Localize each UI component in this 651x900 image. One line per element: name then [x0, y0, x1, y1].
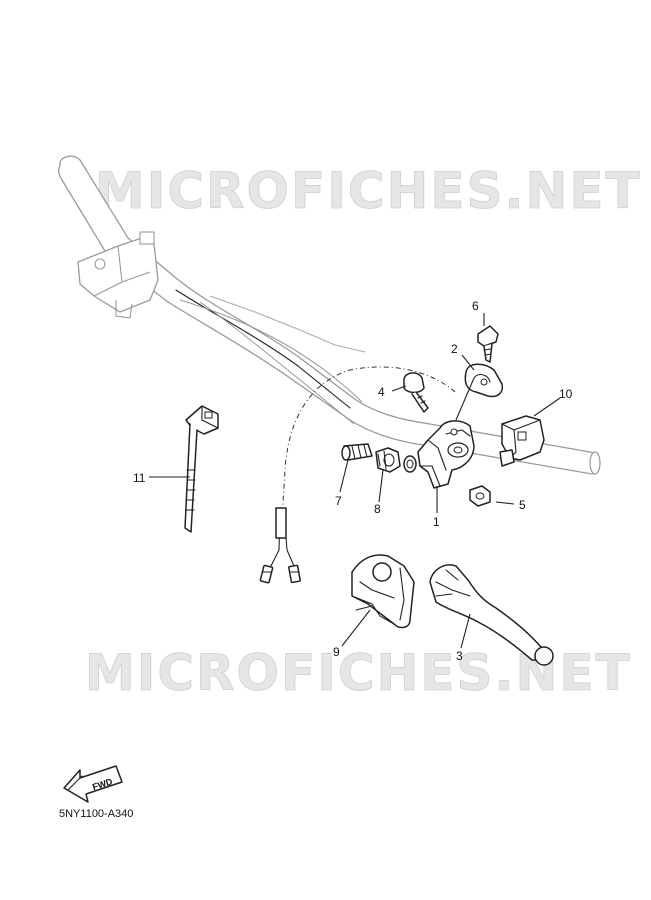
callouts: 6 2 4 10 11 7 8 5 1 9 3: [133, 299, 573, 663]
bolt-small: [477, 325, 499, 363]
callout-5: 5: [519, 498, 526, 512]
callout-1: 1: [433, 515, 440, 529]
lever-holder-clamp: [464, 363, 504, 398]
switch-cable: [259, 366, 456, 584]
callout-8: 8: [374, 502, 381, 516]
callout-7: 7: [335, 494, 342, 508]
lever-holder: [417, 420, 475, 489]
callout-6: 6: [472, 299, 479, 313]
watermark-top: MICROFICHES.NET: [95, 162, 642, 220]
nut: [469, 485, 491, 507]
callout-4: 4: [378, 385, 385, 399]
handlebar: [58, 155, 601, 475]
diagram-code: 5NY1100-A340: [59, 808, 134, 820]
fwd-arrow-icon: FWD: [63, 765, 123, 803]
lever-cover: [351, 554, 415, 629]
locknut: [375, 447, 417, 473]
pivot-bolt: [403, 372, 429, 413]
callout-10: 10: [559, 387, 573, 401]
clutch-lever: [429, 564, 554, 666]
switch: [499, 415, 545, 467]
handlebar-clamp-left: [77, 231, 159, 319]
cable-adjuster: [341, 443, 373, 461]
cable-tie: [184, 405, 219, 533]
callout-2: 2: [451, 342, 458, 356]
leader-lines: [149, 313, 561, 649]
callout-9: 9: [333, 645, 340, 659]
callout-11: 11: [133, 471, 146, 485]
callout-3: 3: [456, 649, 463, 663]
